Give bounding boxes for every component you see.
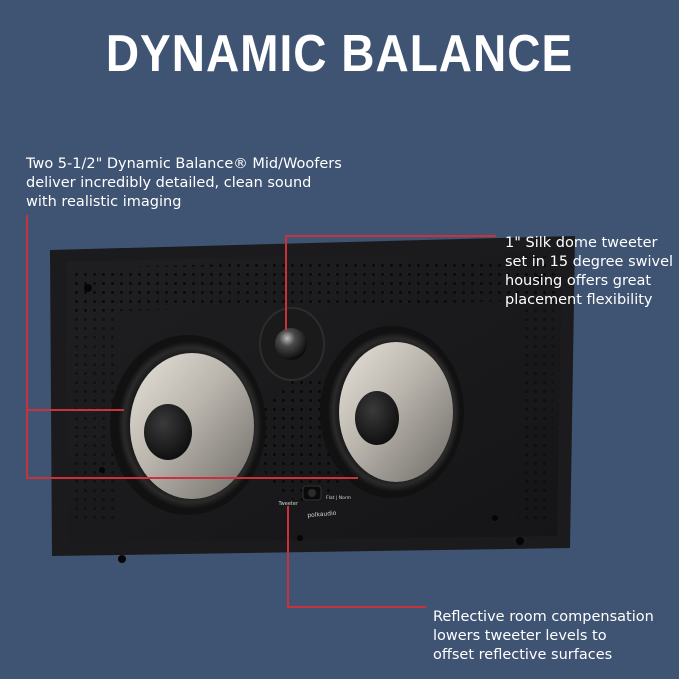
callout-woofers-line: Two 5-1/2" Dynamic Balance® Mid/Woofers bbox=[26, 156, 342, 172]
mounting-screw bbox=[118, 555, 126, 563]
switch-left-label: Tweeter bbox=[277, 501, 299, 507]
callout-room-line: lowers tweeter levels to bbox=[433, 628, 607, 644]
tweeter bbox=[259, 307, 325, 381]
callout-woofers-line: with realistic imaging bbox=[26, 194, 182, 210]
woofer-right bbox=[320, 326, 464, 498]
callout-room-line: offset reflective surfaces bbox=[433, 647, 613, 663]
callout-lines bbox=[26, 215, 496, 608]
callout-line-room-compensation bbox=[287, 506, 426, 608]
callout-tweeter-line: housing offers great bbox=[505, 273, 652, 289]
callout-room-line: Reflective room compensation bbox=[433, 609, 654, 625]
callout-tweeter-line: placement flexibility bbox=[505, 292, 653, 308]
mounting-screw bbox=[534, 276, 542, 284]
callout-line-tweeter bbox=[285, 235, 496, 330]
mounting-screw bbox=[516, 537, 524, 545]
headline: DYNAMIC BALANCE bbox=[105, 23, 574, 83]
callout-tweeter: 1" Silk dome tweeter set in 15 degree sw… bbox=[505, 234, 673, 310]
brand-logo: polkaudio bbox=[307, 510, 337, 520]
callout-line-woofers-lower bbox=[26, 410, 358, 479]
mounting-screw bbox=[99, 467, 105, 473]
perforated-grille-right bbox=[518, 300, 554, 521]
callout-woofers-line: deliver incredibly detailed, clean sound bbox=[26, 175, 312, 191]
switch-right-label: Flat | Norm bbox=[326, 495, 351, 501]
callout-room-compensation: Reflective room compensation lowers twee… bbox=[433, 608, 654, 665]
callout-tweeter-line: 1" Silk dome tweeter bbox=[505, 235, 658, 251]
callout-woofers: Two 5-1/2" Dynamic Balance® Mid/Woofers … bbox=[26, 155, 342, 212]
woofer-left bbox=[110, 335, 266, 515]
perforated-grille-top bbox=[70, 256, 558, 312]
mounting-screw bbox=[84, 284, 92, 292]
perforated-grille-left bbox=[72, 311, 120, 522]
tweeter-level-switch: Tweeter Flat | Norm polkaudio bbox=[277, 485, 351, 520]
mounting-screw bbox=[297, 535, 303, 541]
mounting-screw bbox=[492, 515, 498, 521]
callout-tweeter-line: set in 15 degree swivel bbox=[505, 254, 674, 270]
